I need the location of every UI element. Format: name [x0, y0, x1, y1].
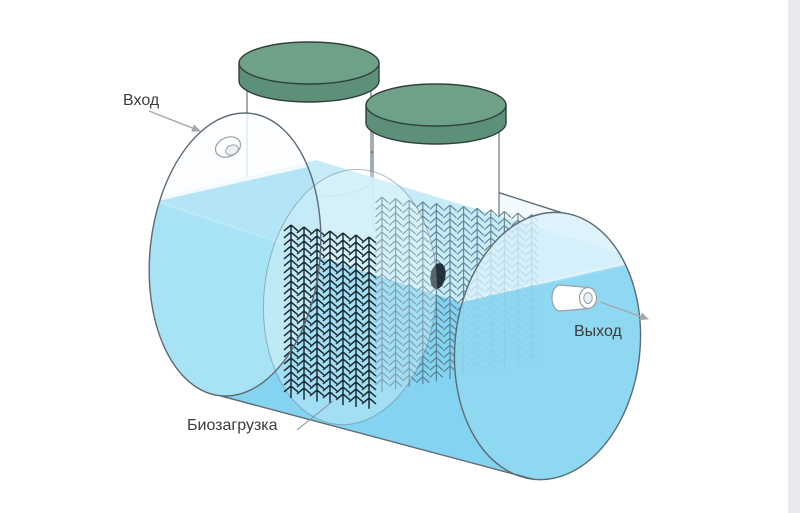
biofilter-brush	[361, 236, 377, 409]
left-cap	[135, 104, 335, 405]
left-cap-air	[136, 104, 330, 206]
biofilter-brushes-front	[283, 224, 377, 409]
scrollbar[interactable]	[788, 0, 800, 513]
outlet-port-opening	[583, 292, 593, 304]
hatch-1-lid-top	[238, 41, 380, 85]
outlet-arrow	[599, 301, 649, 321]
biofilter-brush	[322, 230, 338, 404]
biofilter-brush	[283, 224, 299, 398]
biofilter-brush	[388, 198, 403, 390]
right-cap-outline	[453, 211, 642, 481]
outlet-label: Выход	[574, 323, 622, 340]
inlet-port	[214, 136, 242, 158]
biofilter-brush	[402, 199, 417, 387]
biofilter-brush	[296, 226, 312, 400]
outlet-port-body-edges	[559, 284, 589, 312]
right-cap-air	[444, 203, 650, 306]
biofilter-leader-line	[296, 400, 334, 431]
biofilter-brush	[415, 201, 430, 385]
inlet-arrow	[148, 110, 201, 132]
debris-blob	[430, 263, 446, 289]
biofilter-brush	[348, 234, 364, 407]
inlet-port-inner-ring	[225, 144, 239, 156]
hatch-2-lid-top	[365, 83, 507, 127]
outlet-port	[551, 284, 598, 312]
biofilter-label: Биозагрузка	[187, 417, 278, 434]
biofilter-brush	[335, 232, 351, 406]
biofilter-brush	[375, 196, 389, 392]
inlet-label: Вход	[123, 92, 160, 109]
biofilter-brush	[443, 204, 457, 379]
tank-bottom-edge-line	[219, 395, 534, 480]
left-cap-water	[135, 162, 335, 405]
